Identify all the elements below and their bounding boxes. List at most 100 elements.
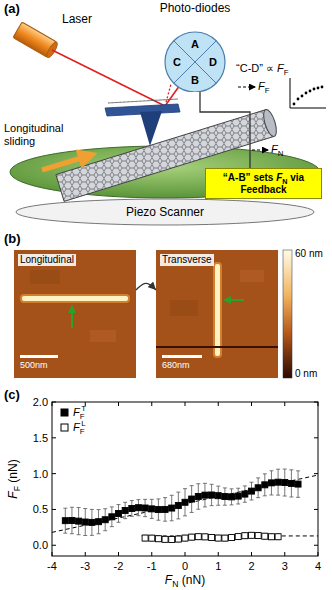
photodiode-detector: Photo-diodesABCD <box>150 2 240 92</box>
illustration-part: F <box>73 406 80 418</box>
illustration-part: F <box>276 172 282 183</box>
tick-mark <box>314 437 318 438</box>
symbol: FN <box>271 143 283 155</box>
error-bar <box>110 507 114 527</box>
illustration-part <box>313 88 316 91</box>
illustration-part: F <box>73 421 80 433</box>
illustration-part: - <box>235 172 238 183</box>
error-bar <box>236 534 240 540</box>
quadrant-letter: C <box>173 56 181 69</box>
data-point <box>262 482 268 488</box>
legend-marker <box>60 408 69 417</box>
data-point <box>222 494 228 500</box>
error-bar <box>90 509 94 535</box>
afm-image-panel: Longitudinal 500nm <box>14 250 136 378</box>
data-point <box>229 494 235 500</box>
symbol: FFL <box>73 421 86 433</box>
tick-label: 0.0 <box>33 539 48 552</box>
illustration-part: ) <box>16 387 20 402</box>
tick-mark <box>52 402 56 403</box>
illustration-part: F <box>277 62 284 74</box>
tick-label: -2 <box>114 560 124 573</box>
illustration-part: nm <box>303 368 317 379</box>
tick-mark <box>85 552 86 556</box>
afm-images <box>14 250 292 378</box>
symbol: FN <box>276 172 287 183</box>
sliding-arrow <box>42 156 88 170</box>
illustration-part: Transverse <box>162 254 212 265</box>
tick-label: 2 <box>248 560 254 573</box>
error-bar <box>83 509 87 536</box>
error-bar <box>236 488 240 504</box>
illustration-part: sets <box>253 172 273 183</box>
illustration-part: F <box>284 68 289 77</box>
axis-title: FN (nN) <box>165 574 205 588</box>
error-bar <box>163 498 167 522</box>
illustration-part <box>321 86 324 89</box>
data-point <box>102 517 108 523</box>
data-point <box>275 534 281 540</box>
illustration-part: 1 <box>215 560 221 572</box>
cantilever-outline <box>108 99 178 103</box>
node-heading: Photo-diodes <box>160 2 231 16</box>
symbol: FN <box>165 573 179 587</box>
illustration-part: N <box>172 579 178 589</box>
legend-text: FFL <box>73 421 86 434</box>
error-bar <box>150 499 154 518</box>
illustration-part: “ <box>223 172 228 183</box>
tick-mark <box>314 509 318 510</box>
data-point <box>109 514 115 520</box>
laser-beam <box>52 50 165 106</box>
data-point <box>122 507 128 513</box>
illustration-part: nm <box>177 360 190 370</box>
illustration-part: sliding <box>4 135 35 147</box>
scan-artifact <box>156 346 278 348</box>
node-text: Piezo Scanner <box>126 206 204 220</box>
illustration-part <box>240 270 264 282</box>
illustration-part: -4 <box>47 560 57 572</box>
data-point <box>189 534 195 540</box>
error-bar <box>103 509 107 531</box>
tick-label: 1.5 <box>33 431 48 444</box>
data-point <box>202 534 208 540</box>
error-bar <box>123 502 127 518</box>
illustration-part: Longitudinal <box>20 254 74 265</box>
illustration-part <box>273 172 276 183</box>
illustration-part <box>317 87 320 90</box>
error-bar <box>196 484 200 509</box>
data-point <box>288 480 294 486</box>
illustration-part <box>297 98 300 101</box>
illustration-part: via <box>290 172 304 183</box>
error-bar <box>203 483 207 507</box>
illustration-part: F <box>258 80 265 92</box>
tick-mark <box>314 473 318 474</box>
illustration-part: 60 <box>295 248 309 259</box>
mini-plot-axes <box>290 78 326 108</box>
illustration-part: nm <box>35 360 48 370</box>
tick-mark <box>185 402 186 406</box>
tick-label: -3 <box>80 560 90 573</box>
data-point <box>169 505 175 511</box>
illustration-part: nm <box>309 248 323 259</box>
illustration-part: ( <box>178 573 185 587</box>
motion-label: Longitudinal sliding <box>4 122 76 147</box>
illustration-part <box>90 330 116 342</box>
illustration-part <box>61 409 68 416</box>
data-point <box>275 479 281 485</box>
illustration-part <box>301 95 304 98</box>
symbol: FF <box>277 62 289 74</box>
error-bar <box>263 474 267 496</box>
illustration-part: L <box>81 419 85 428</box>
error-bar <box>156 536 160 542</box>
tick-mark <box>151 402 152 406</box>
illustration-part: diodes <box>195 1 230 15</box>
illustration-part: F <box>271 143 278 155</box>
illustration-part: D <box>209 56 217 68</box>
mini-plot-points <box>293 86 324 106</box>
scale-label: 500nm <box>20 360 48 370</box>
tick-label: 0 <box>182 560 188 573</box>
data-point <box>189 496 195 502</box>
error-bar <box>183 535 187 541</box>
